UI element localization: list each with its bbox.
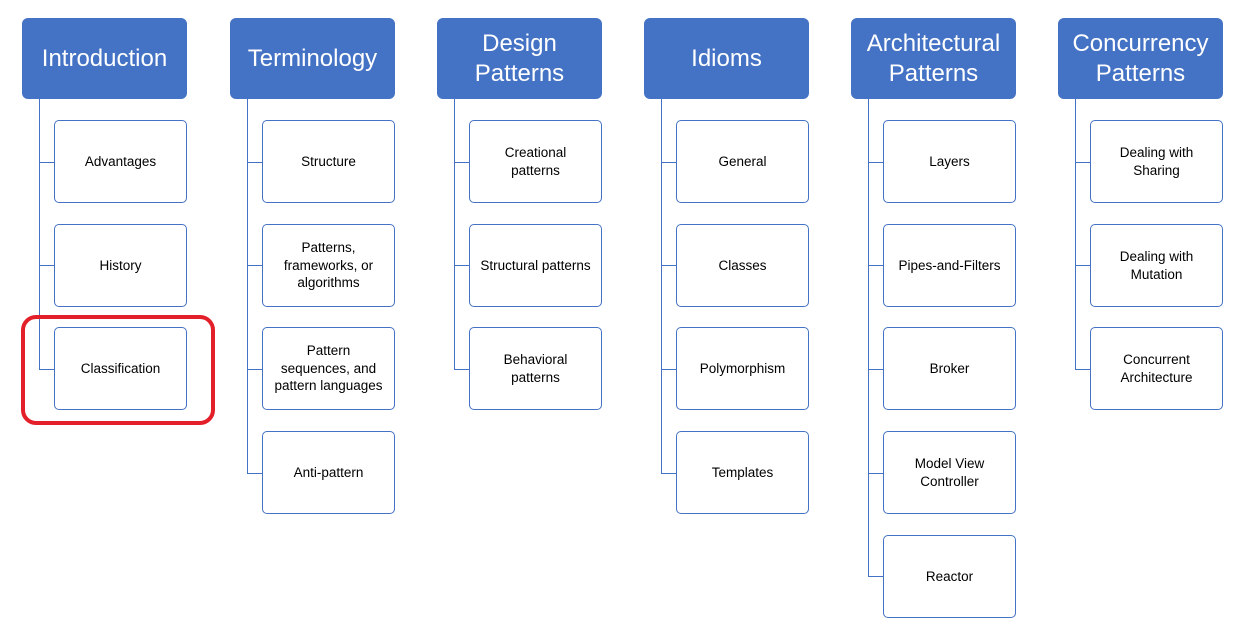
connector-branch (454, 265, 470, 266)
topic-label: Polymorphism (699, 360, 786, 376)
topic-node-pipes-and-filters: Pipes-and-Filters (883, 224, 1016, 307)
topic-label: Patterns, frameworks, or algorithms (283, 240, 374, 291)
topic-node-structural-patterns: Structural patterns (469, 224, 602, 307)
connector-branch (868, 576, 884, 577)
topic-node-advantages: Advantages (54, 120, 187, 203)
category-header-concurrency-patterns: Concurrency Patterns (1058, 18, 1223, 99)
category-title: Introduction (41, 44, 168, 72)
connector-branch (1075, 265, 1091, 266)
topic-label: Dealing with Mutation (1119, 249, 1194, 282)
connector-branch (39, 162, 55, 163)
topic-label: Concurrent Architecture (1120, 352, 1193, 385)
connector-trunk (39, 99, 40, 369)
topic-node-creational-patterns: Creational patterns (469, 120, 602, 203)
topic-label: Pattern sequences, and pattern languages (274, 343, 383, 394)
topic-node-dealing-with-mutation: Dealing with Mutation (1090, 224, 1223, 307)
connector-branch (247, 473, 263, 474)
topic-label: Behavioral patterns (503, 352, 568, 385)
topic-node-layers: Layers (883, 120, 1016, 203)
topic-node-classes: Classes (676, 224, 809, 307)
topic-label: Dealing with Sharing (1119, 145, 1194, 178)
connector-trunk (247, 99, 248, 473)
topic-node-structure: Structure (262, 120, 395, 203)
topic-label: General (718, 153, 767, 169)
connector-branch (868, 265, 884, 266)
connector-branch (247, 162, 263, 163)
connector-branch (454, 162, 470, 163)
category-header-idioms: Idioms (644, 18, 809, 99)
category-header-design-patterns: Design Patterns (437, 18, 602, 99)
connector-trunk (661, 99, 662, 473)
connector-branch (1075, 369, 1091, 370)
connector-branch (247, 265, 263, 266)
connector-branch (661, 162, 677, 163)
topic-label: Creational patterns (504, 145, 567, 178)
topic-node-templates: Templates (676, 431, 809, 514)
category-title: Concurrency Patterns (1072, 29, 1209, 87)
connector-trunk (1075, 99, 1076, 369)
topic-label: Advantages (84, 153, 157, 169)
category-header-introduction: Introduction (22, 18, 187, 99)
topic-node-pattern-sequences-and-pattern-languages: Pattern sequences, and pattern languages (262, 327, 395, 410)
connector-branch (868, 473, 884, 474)
connector-branch (868, 369, 884, 370)
connector-branch (39, 369, 55, 370)
category-title: Architectural Patterns (866, 29, 1001, 87)
topic-label: Classification (80, 360, 161, 376)
topic-label: Structure (301, 153, 356, 169)
topic-label: Classes (718, 257, 767, 273)
topic-node-polymorphism: Polymorphism (676, 327, 809, 410)
topic-node-broker: Broker (883, 327, 1016, 410)
topic-node-classification: Classification (54, 327, 187, 410)
connector-trunk (454, 99, 455, 369)
connector-branch (661, 265, 677, 266)
topic-node-model-view-controller: Model View Controller (883, 431, 1016, 514)
topic-label: History (99, 257, 142, 273)
connector-branch (1075, 162, 1091, 163)
topic-label: Broker (929, 360, 970, 376)
topic-label: Model View Controller (914, 456, 985, 489)
topic-node-dealing-with-sharing: Dealing with Sharing (1090, 120, 1223, 203)
category-header-architectural-patterns: Architectural Patterns (851, 18, 1016, 99)
connector-branch (39, 265, 55, 266)
connector-branch (247, 369, 263, 370)
connector-branch (661, 369, 677, 370)
topic-node-reactor: Reactor (883, 535, 1016, 618)
category-title: Terminology (247, 44, 378, 72)
topic-label: Reactor (925, 568, 974, 584)
topic-label: Anti-pattern (293, 464, 364, 480)
topic-label: Layers (929, 153, 970, 169)
category-title: Idioms (691, 44, 762, 72)
topic-node-general: General (676, 120, 809, 203)
topic-node-history: History (54, 224, 187, 307)
category-header-terminology: Terminology (230, 18, 395, 99)
connector-trunk (868, 99, 869, 577)
topic-label: Pipes-and-Filters (898, 257, 1001, 273)
topic-label: Structural patterns (480, 257, 591, 273)
connector-branch (868, 162, 884, 163)
topic-node-patterns-frameworks-or-algorithms: Patterns, frameworks, or algorithms (262, 224, 395, 307)
topic-node-behavioral-patterns: Behavioral patterns (469, 327, 602, 410)
connector-branch (454, 369, 470, 370)
topic-label: Templates (711, 464, 774, 480)
category-title: Design Patterns (474, 29, 565, 87)
topic-node-concurrent-architecture: Concurrent Architecture (1090, 327, 1223, 410)
topic-node-anti-pattern: Anti-pattern (262, 431, 395, 514)
connector-branch (661, 473, 677, 474)
